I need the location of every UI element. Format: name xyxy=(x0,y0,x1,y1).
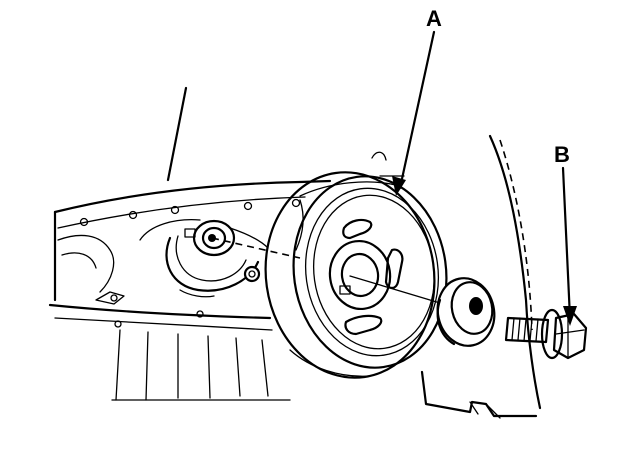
washer xyxy=(436,277,496,347)
callout-a: A xyxy=(392,6,442,196)
frame-outline xyxy=(371,134,542,419)
pulley-bolt xyxy=(504,308,588,360)
engine-block xyxy=(48,86,332,401)
crankshaft-nose xyxy=(165,219,269,298)
crankshaft-pulley xyxy=(211,171,471,379)
callout-b: B xyxy=(554,142,577,326)
callout-b-label: B xyxy=(554,142,570,167)
callout-a-label: A xyxy=(426,6,442,31)
